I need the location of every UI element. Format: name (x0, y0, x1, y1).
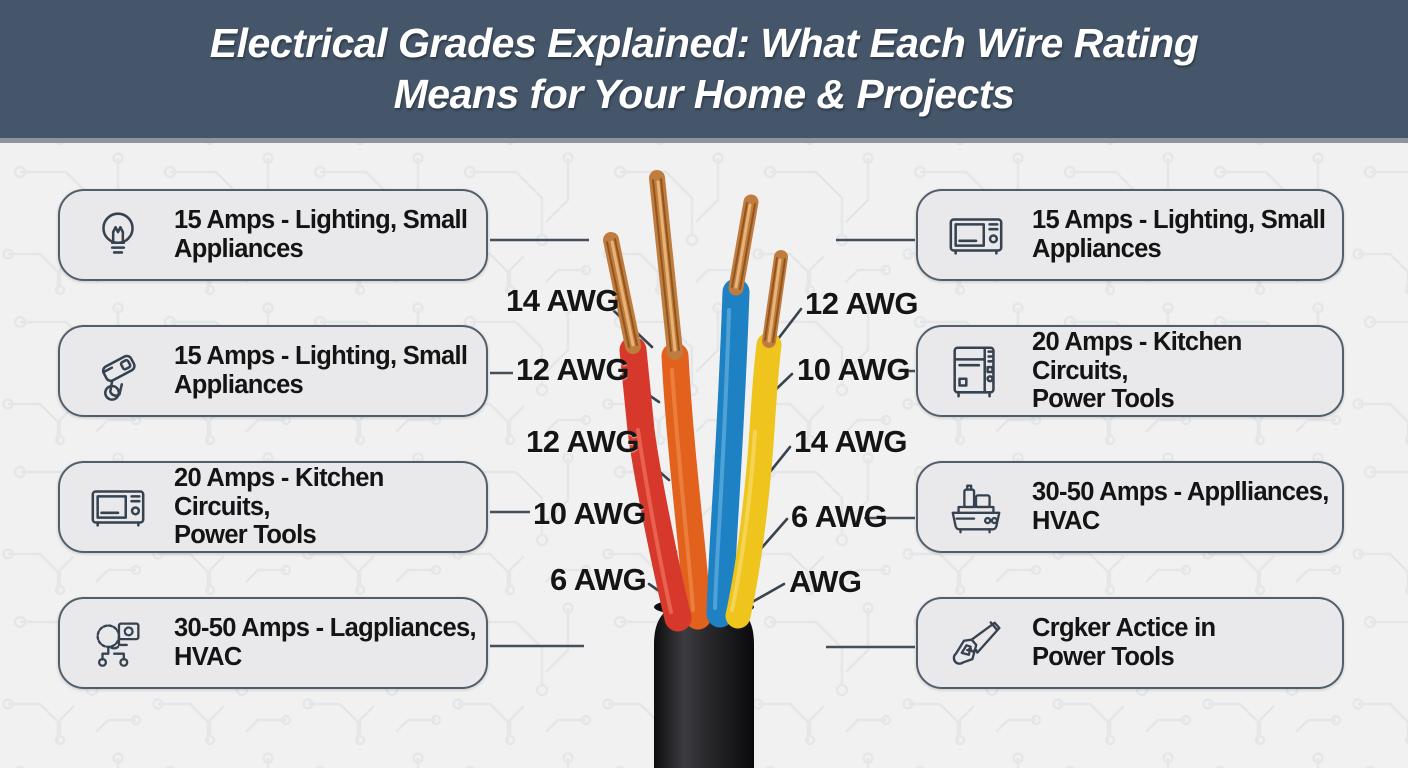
page-title-line1: Electrical Grades Explained: What Each W… (209, 20, 1199, 67)
info-box-label: 30-50 Amps - Applliances, HVAC (1032, 478, 1329, 535)
microwave-icon (86, 475, 150, 539)
info-box-left-1: 15 Amps - Lighting, Small Appliances (58, 189, 488, 281)
info-box-label: 20 Amps - Kitchen Circuits, Power Tools (1032, 328, 1242, 414)
power-tool-icon (86, 339, 150, 403)
awg-label-left-2: 12 AWG (516, 352, 630, 387)
awg-label-left-1: 14 AWG (506, 283, 620, 318)
info-box-left-2: 15 Amps - Lighting, Small Appliances (58, 325, 488, 417)
info-box-right-1: 15 Amps - Lighting, Small Appliances (916, 189, 1344, 281)
info-box-right-2: 20 Amps - Kitchen Circuits, Power Tools (916, 325, 1344, 417)
awg-label-right-2: 10 AWG (797, 352, 911, 387)
page-title-line2: Means for Your Home & Projects (393, 71, 1015, 117)
awg-label-right-5: AWG (789, 564, 862, 599)
awg-label-left-5: 6 AWG (550, 562, 647, 597)
info-box-label: 15 Amps - Lighting, Small Appliances (1032, 206, 1326, 263)
gears-machine-icon (86, 611, 150, 675)
wire-blue (706, 194, 759, 628)
awg-label-left-4: 10 AWG (533, 496, 647, 531)
wire-orange (649, 170, 712, 630)
info-box-label: Crgker Actice in Power Tools (1032, 614, 1216, 671)
wire-red (603, 232, 692, 632)
awg-label-right-4: 6 AWG (791, 499, 888, 534)
box-connector-lines (490, 238, 915, 649)
awg-label-right-3: 14 AWG (794, 424, 908, 459)
info-box-left-4: 30-50 Amps - Lagpliances, HVAC (58, 597, 488, 689)
oven-icon (944, 339, 1008, 403)
awg-label-right-1: 12 AWG (805, 286, 919, 321)
info-box-right-3: 30-50 Amps - Applliances, HVAC (916, 461, 1344, 553)
awg-label-left-3: 12 AWG (526, 424, 640, 459)
wire-yellow (725, 250, 788, 629)
info-box-right-4: Crgker Actice in Power Tools (916, 597, 1344, 689)
info-box-label: 20 Amps - Kitchen Circuits, Power Tools (174, 464, 384, 550)
microwave-icon (944, 203, 1008, 267)
info-box-label: 15 Amps - Lighting, Small Appliances (174, 342, 468, 399)
appliance-machine-icon (944, 475, 1008, 539)
info-box-label: 15 Amps - Lighting, Small Appliances (174, 206, 468, 263)
lightbulb-icon (86, 203, 150, 267)
header-banner: Electrical Grades Explained: What Each W… (0, 0, 1408, 143)
info-box-left-3: 20 Amps - Kitchen Circuits, Power Tools (58, 461, 488, 553)
handsaw-icon (944, 611, 1008, 675)
info-box-label: 30-50 Amps - Lagpliances, HVAC (174, 614, 477, 671)
